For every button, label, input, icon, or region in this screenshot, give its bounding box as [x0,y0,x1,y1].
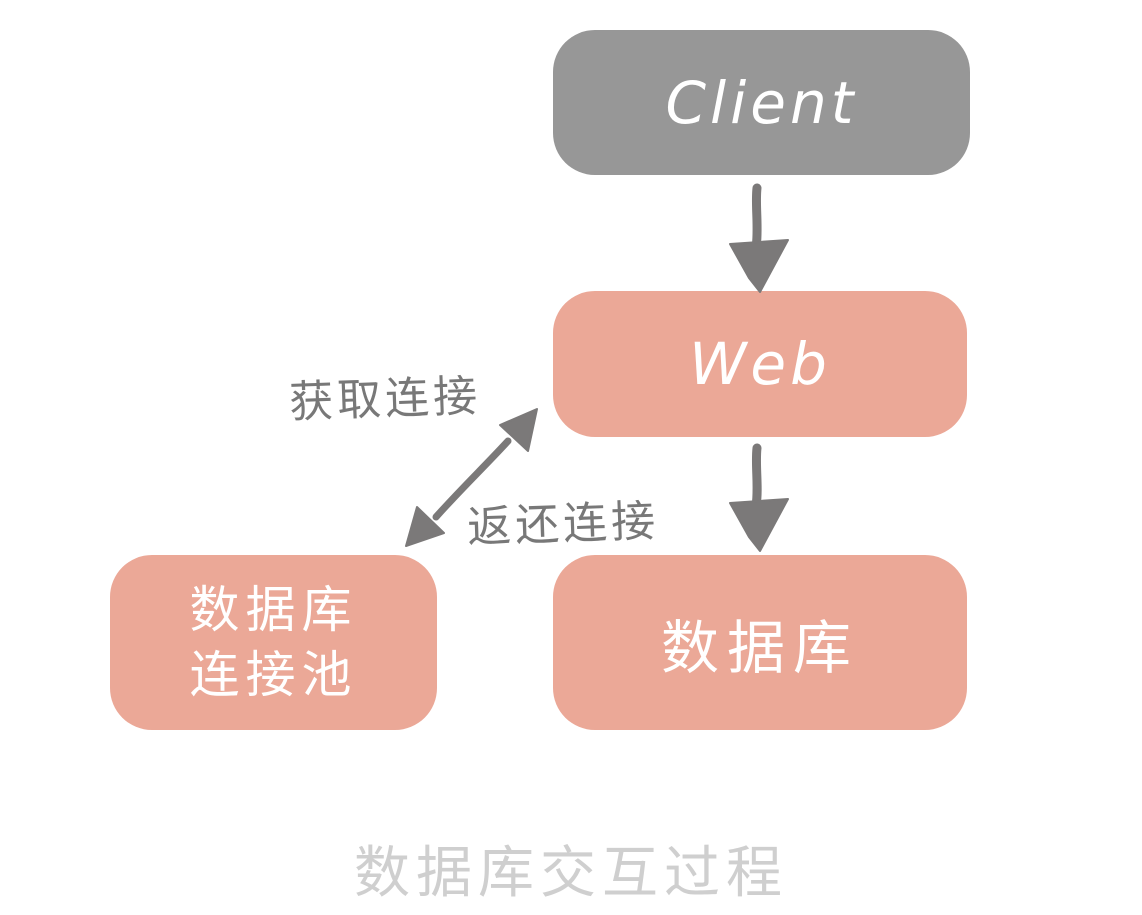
arrow-web-to-database [729,443,789,552]
node-connection-pool-label-line2: 连接池 [189,645,358,704]
node-client: Client [553,30,970,175]
node-database: 数据库 [553,555,967,730]
node-web-label: Web [689,330,831,398]
node-connection-pool: 数据库 连接池 [110,555,437,730]
node-connection-pool-label: 数据库 连接池 [190,578,358,708]
node-connection-pool-label-line1: 数据库 [189,580,358,639]
diagram-title: 数据库交互过程 [354,841,788,906]
arrow-client-to-web [729,183,789,293]
node-database-label: 数据库 [660,613,859,682]
edge-label-get-connection: 获取连接 [288,370,482,429]
node-client-label: Client [665,68,858,137]
edge-label-return-connection: 返还连接 [466,495,660,554]
node-web: Web [553,291,967,437]
